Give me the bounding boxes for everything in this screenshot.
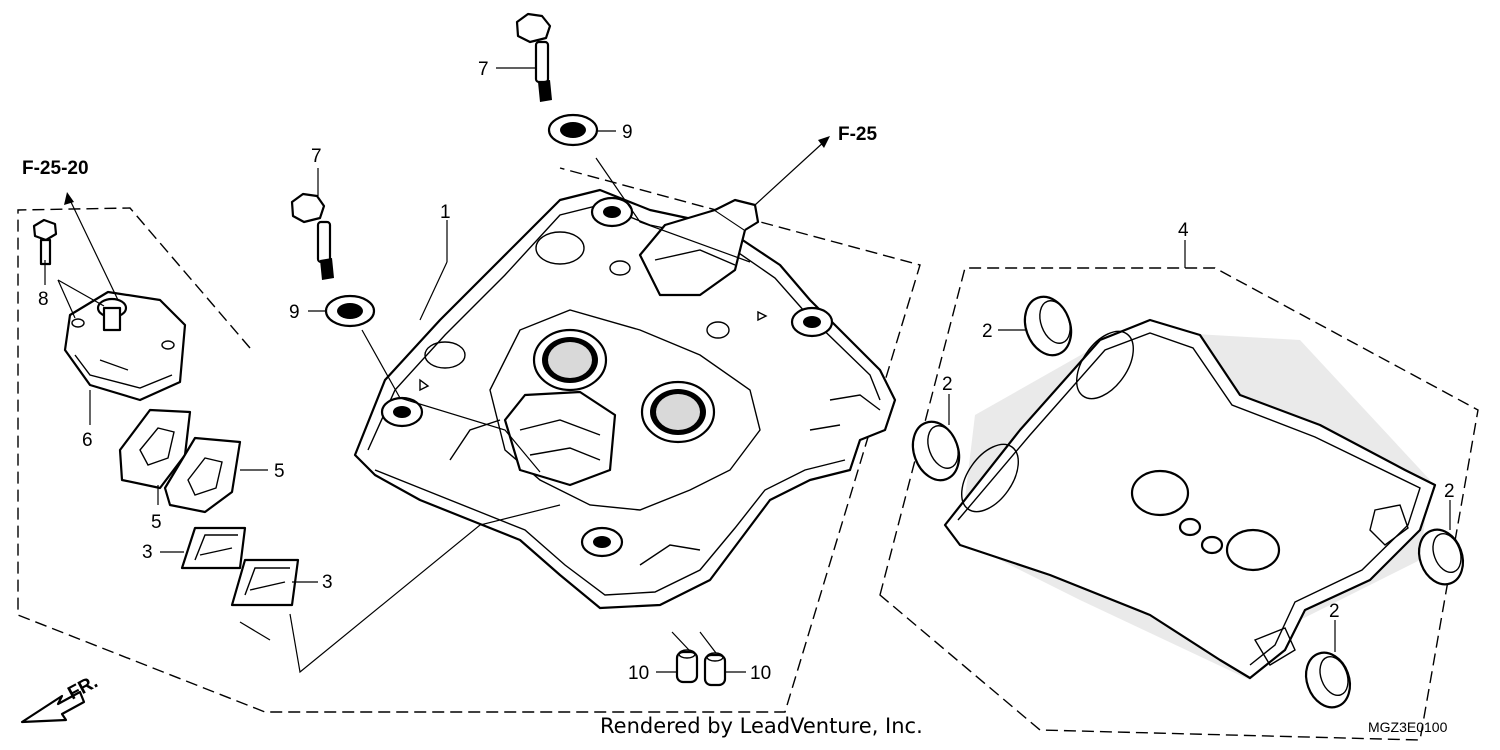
plug-seal-b[interactable] <box>905 415 967 486</box>
small-triangle-icon <box>419 378 430 392</box>
callout-2c: 2 <box>1444 481 1455 502</box>
head-cover-gasket[interactable] <box>943 318 1437 680</box>
arrow-f2520-icon <box>64 192 74 205</box>
plug-seal-d[interactable] <box>1299 647 1358 714</box>
callout-2a: 2 <box>982 321 993 342</box>
dowel-pin-a[interactable] <box>675 649 699 684</box>
breather-plate-a[interactable] <box>180 526 247 570</box>
seal-washer-upper[interactable] <box>547 113 599 147</box>
callout-3a: 3 <box>142 542 153 563</box>
callout-2b: 2 <box>942 374 953 395</box>
callout-10a: 10 <box>628 663 649 684</box>
breather-cover[interactable] <box>63 290 187 402</box>
callout-7a: 7 <box>478 59 489 80</box>
callout-8: 8 <box>38 289 49 310</box>
callout-5a: 5 <box>274 461 285 482</box>
breather-bolt[interactable] <box>32 218 58 266</box>
cover-bolt-left[interactable] <box>290 192 334 280</box>
ref-label-breather: F-25-20 <box>22 158 89 179</box>
arrow-f25-icon <box>818 136 830 148</box>
assembly-frame-gasket <box>879 267 1479 741</box>
plug-seal-c[interactable] <box>1412 524 1471 591</box>
seal-washer-left[interactable] <box>324 294 376 328</box>
callout-9b: 9 <box>289 302 300 323</box>
plug-seal-a[interactable] <box>1017 290 1079 361</box>
dowel-pin-b[interactable] <box>703 652 727 687</box>
callout-10b: 10 <box>750 663 771 684</box>
cylinder-head-cover[interactable] <box>353 188 897 610</box>
cover-bolt-upper[interactable] <box>515 12 552 102</box>
small-triangle-icon <box>757 310 768 322</box>
callout-7b: 7 <box>311 146 322 167</box>
diagram-code: MGZ3E0100 <box>1368 719 1448 735</box>
callout-4: 4 <box>1178 220 1189 241</box>
callout-1: 1 <box>440 202 451 223</box>
callout-2d: 2 <box>1329 601 1340 622</box>
callout-9a: 9 <box>622 122 633 143</box>
assembly-frame-left <box>17 167 921 713</box>
callout-6: 6 <box>82 430 93 451</box>
footer-credit: Rendered by LeadVenture, Inc. <box>600 714 923 738</box>
breather-plate-b[interactable] <box>230 558 300 607</box>
ref-label-sensor: F-25 <box>838 124 878 145</box>
leader-lines <box>44 67 1451 674</box>
breather-gasket-b[interactable] <box>163 436 242 514</box>
callout-3b: 3 <box>322 572 333 593</box>
front-direction-arrow-icon <box>20 690 86 724</box>
callout-5b: 5 <box>151 512 162 533</box>
